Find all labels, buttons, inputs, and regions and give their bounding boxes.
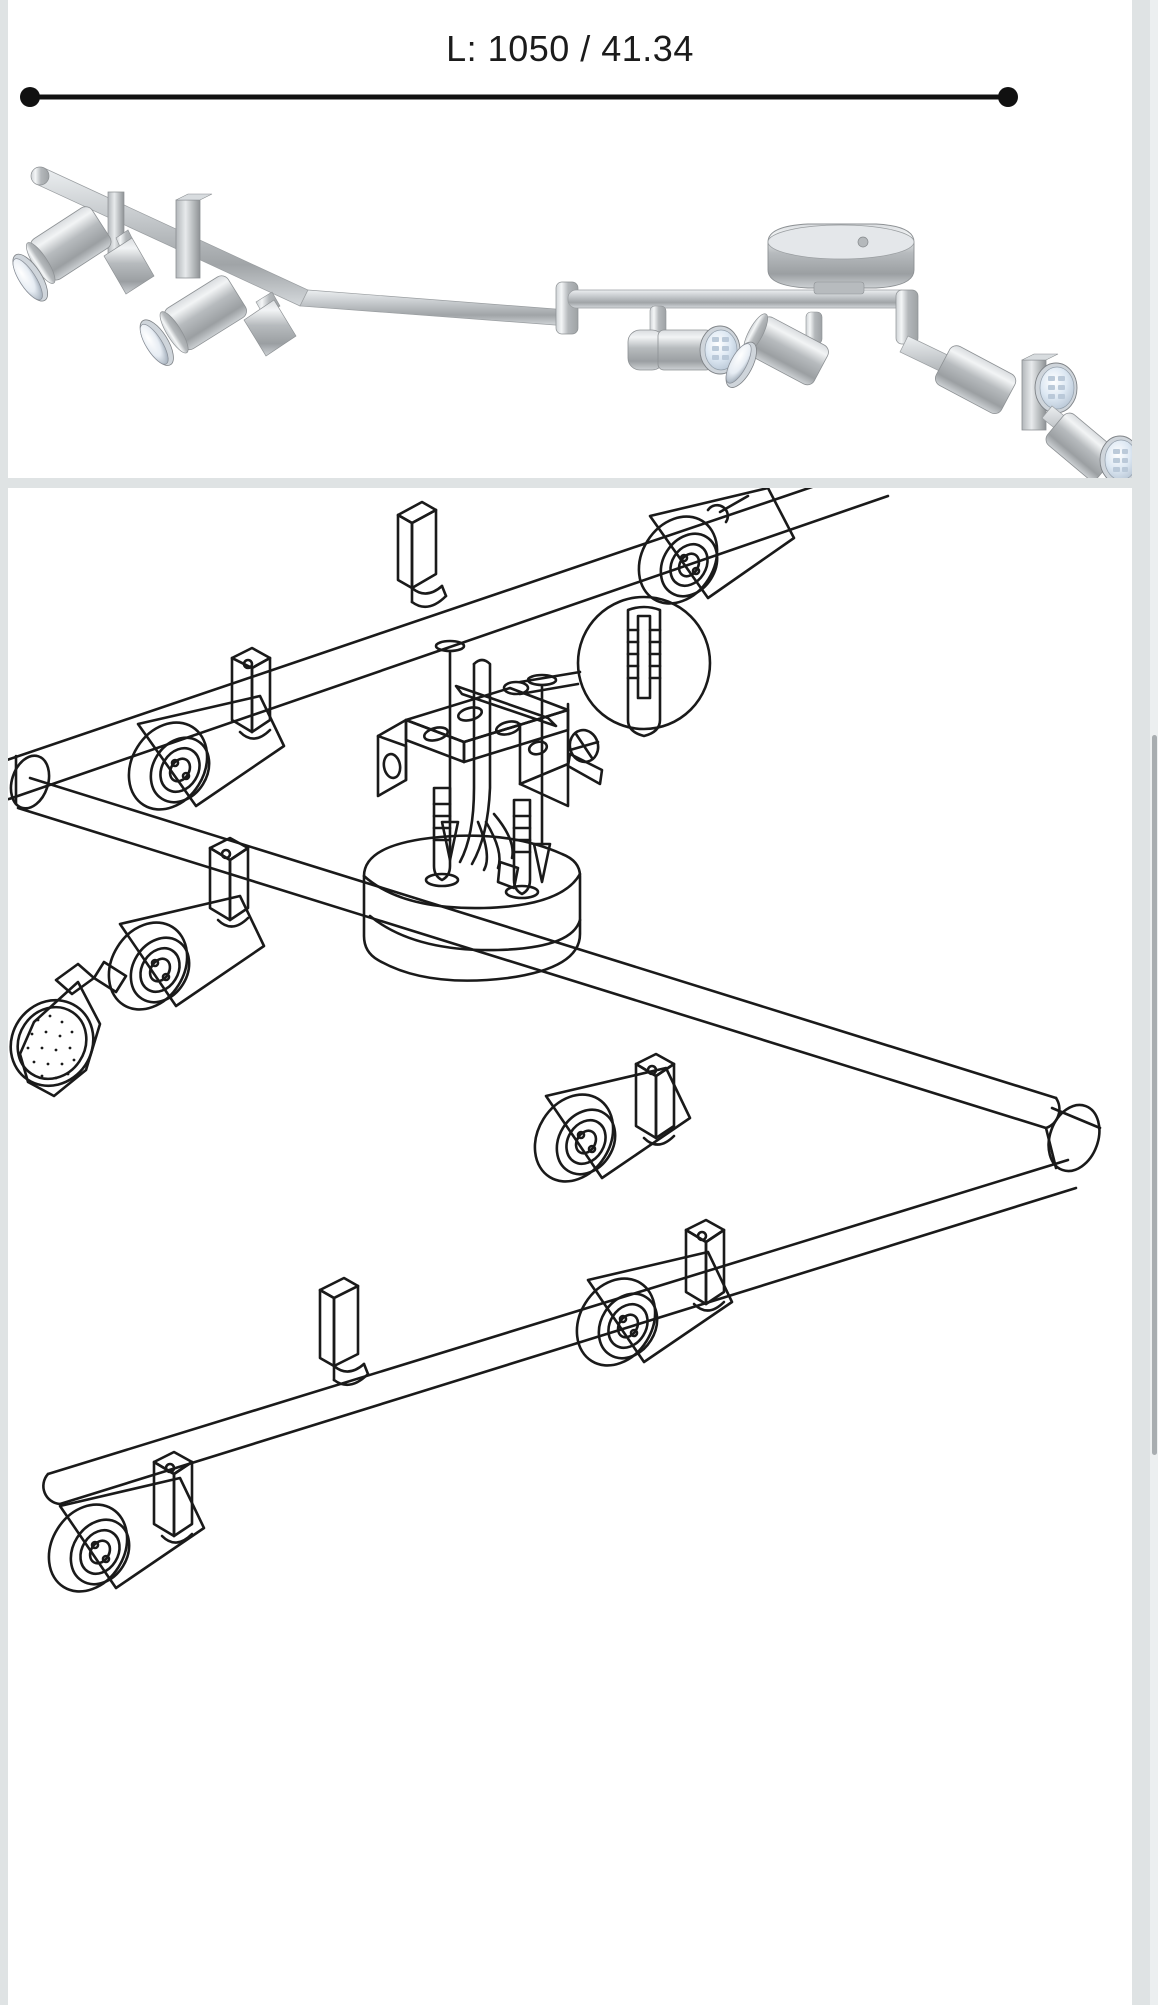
track-bar-upper — [8, 488, 890, 801]
spotlight-head-middle-right — [533, 1066, 692, 1183]
mounting-clip-upper — [396, 500, 448, 609]
ceiling-canopy — [767, 223, 915, 295]
spotlight-head-6 — [1045, 412, 1132, 478]
track-bar-lower — [42, 1158, 1078, 1506]
track-bar-second — [10, 488, 908, 738]
wall-anchor-detail-callout — [502, 595, 712, 731]
bracket-side-screw — [566, 728, 604, 786]
wall-anchor-left — [424, 786, 460, 888]
track-corner-right — [1044, 1103, 1102, 1173]
dimension-label: L: 1050 / 41.34 — [446, 28, 694, 69]
wall-anchor-right — [504, 798, 540, 900]
mounting-clip-middle-right — [634, 1052, 676, 1146]
mounting-clip-lower-u — [318, 1276, 370, 1387]
installation-drawing-panel — [8, 488, 1132, 2005]
ceiling-canopy — [362, 834, 582, 982]
spotlight-head-2 — [139, 275, 297, 366]
reflector-lamp-stipple — [26, 1014, 76, 1080]
track-bar-left — [30, 166, 569, 327]
mounting-clip-second — [230, 646, 272, 740]
spotlight-head-upper-left — [127, 694, 286, 811]
spotlight-head-lower-right — [575, 1250, 734, 1367]
mounting-clip-middle-left — [208, 836, 250, 928]
dimension-line — [8, 78, 1132, 114]
scrollbar-thumb[interactable] — [1152, 735, 1157, 1455]
mounting-clip-center-left — [175, 193, 213, 279]
mounting-clip-lower-left — [152, 1450, 194, 1544]
spotlight-head-top-right — [637, 488, 796, 605]
installation-drawing — [8, 488, 1132, 2005]
track-end-cap-upper-left — [9, 754, 51, 810]
spotlight-head-middle-left — [107, 894, 266, 1011]
reflector-lamp — [9, 960, 128, 1098]
dimension-panel: L: 1050 / 41.34 — [8, 0, 1132, 478]
spotlight-head-lower-left — [47, 1476, 206, 1593]
spotlight-head-3 — [627, 305, 741, 375]
supply-wires — [458, 658, 514, 872]
wall-anchor-detail-drawing — [626, 605, 662, 738]
product-photo — [8, 130, 1132, 478]
mounting-clip-lower-right — [684, 1218, 726, 1312]
mounting-bracket — [376, 684, 570, 808]
spotlight-head-1 — [12, 206, 155, 302]
scrollbar-track[interactable] — [1150, 0, 1158, 2005]
spotlight-head-5 — [935, 345, 1078, 415]
spotlight-head-4 — [725, 311, 829, 388]
